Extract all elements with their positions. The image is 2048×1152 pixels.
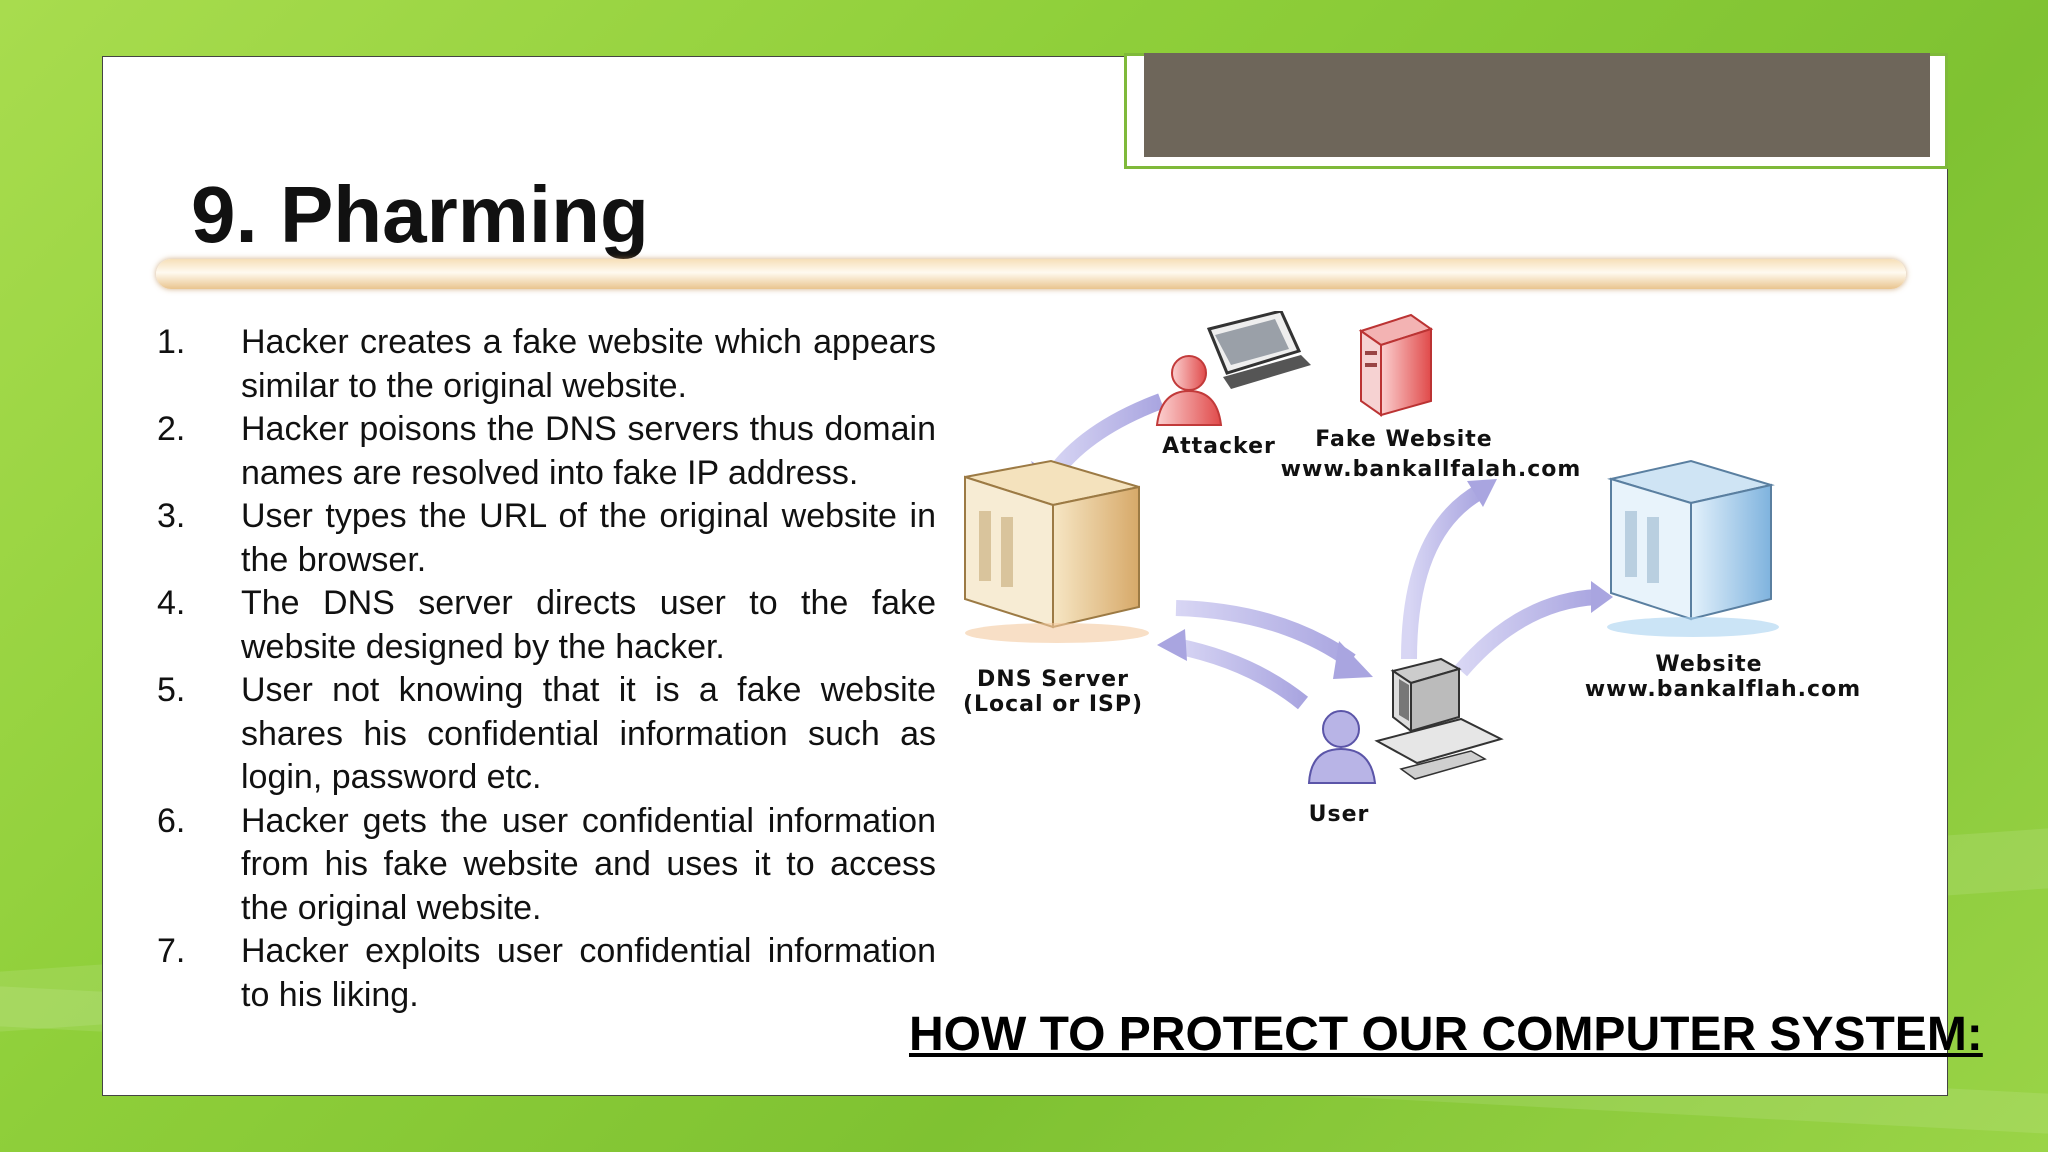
website-server-icon (1607, 459, 1779, 637)
step-item: 7. Hacker exploits user confidential info… (151, 930, 936, 1017)
step-item: 3. User types the URL of the original web… (151, 495, 936, 582)
step-number: 7. (157, 932, 186, 970)
step-text: Hacker poisons the DNS servers thus doma… (241, 410, 936, 492)
title-underline-bar (156, 259, 1906, 289)
step-text: Hacker exploits user confidential inform… (241, 932, 936, 1014)
step-text: User types the URL of the original websi… (241, 497, 936, 579)
step-item: 5. User not knowing that it is a fake web… (151, 669, 936, 800)
fake-website-url: www.bankallfalah.com (1281, 457, 1582, 482)
arrow-dns-to-user (1175, 600, 1373, 679)
step-text: User not knowing that it is a fake websi… (241, 671, 936, 796)
user-label: User (1309, 802, 1370, 827)
slide: 9. Pharming 1. Hacker creates a fake webs… (102, 53, 1983, 1096)
step-item: 4. The DNS server directs user to the fak… (151, 582, 936, 669)
dns-server-icon (964, 459, 1149, 643)
step-number: 1. (157, 323, 186, 361)
website-url: www.bankalflah.com (1585, 677, 1861, 702)
step-item: 2. Hacker poisons the DNS servers thus do… (151, 408, 936, 495)
step-text: Hacker creates a fake website which appe… (241, 323, 936, 405)
fake-website-server-icon (1358, 313, 1434, 417)
user-computer-icon (1307, 657, 1504, 784)
step-number: 2. (157, 410, 186, 448)
pharming-diagram: Attacker Fake Website www.bankallfalah.c… (961, 309, 1921, 841)
header-tab-fill (1144, 53, 1930, 157)
dns-server-sublabel: (Local or ISP) (963, 692, 1143, 717)
step-number: 5. (157, 671, 186, 709)
attacker-label: Attacker (1162, 434, 1276, 459)
slide-title: 9. Pharming (191, 170, 649, 259)
steps-list: 1. Hacker creates a fake website which ap… (151, 321, 936, 1017)
dns-server-label: DNS Server (977, 667, 1129, 692)
arrow-user-to-dns (1157, 629, 1309, 710)
step-number: 6. (157, 801, 186, 840)
step-text: Hacker gets the user confidential inform… (241, 801, 936, 927)
step-item: 6. Hacker gets the user confidential info… (151, 800, 936, 931)
step-number: 3. (157, 497, 186, 535)
step-text: The DNS server directs user to the fake … (241, 584, 936, 666)
arrow-user-to-website (1454, 581, 1613, 677)
attacker-icon (1155, 309, 1311, 426)
website-label: Website (1655, 652, 1762, 677)
protect-heading: HOW TO PROTECT OUR COMPUTER SYSTEM: (909, 1008, 1983, 1061)
diagram-svg: Attacker Fake Website www.bankallfalah.c… (963, 309, 1861, 827)
arrow-user-to-fake-website (1401, 479, 1497, 660)
step-item: 1. Hacker creates a fake website which ap… (151, 321, 936, 408)
step-number: 4. (157, 584, 186, 622)
fake-website-label: Fake Website (1315, 427, 1492, 452)
